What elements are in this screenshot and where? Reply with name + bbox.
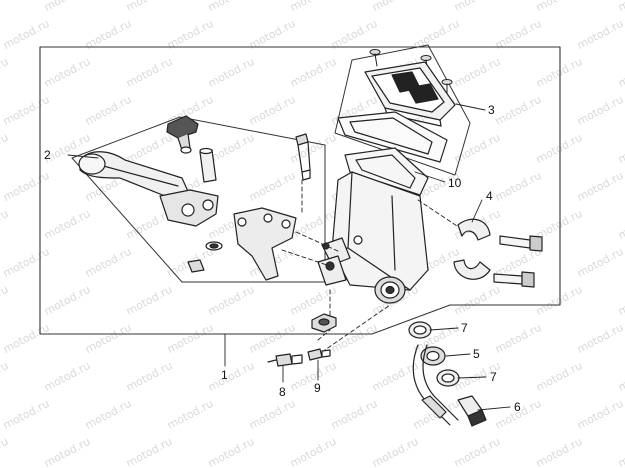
callout-3: 3	[488, 103, 495, 117]
callout-10: 10	[448, 176, 462, 190]
master-cylinder-body	[317, 171, 429, 304]
reservoir-gasket	[337, 111, 448, 163]
lever-bushing	[199, 147, 217, 183]
banjo-fitting	[420, 346, 446, 366]
pivot-bolt	[295, 133, 311, 181]
cap-frame	[334, 44, 471, 176]
handlebar-clamp	[453, 218, 491, 280]
callout-1: 1	[221, 368, 228, 382]
assembly-line	[281, 179, 461, 353]
lever-perch	[233, 207, 297, 281]
crush-washer	[408, 321, 432, 339]
callout-5: 5	[473, 347, 480, 361]
brake-light-switch	[267, 353, 303, 367]
callout-7-bottom: 7	[490, 370, 497, 384]
lever-frame	[71, 116, 326, 283]
assembly-frame	[39, 46, 561, 335]
callout-4: 4	[486, 189, 493, 203]
bleeder-screw	[307, 348, 331, 361]
reservoir-cap	[364, 61, 456, 127]
callout-6: 6	[514, 400, 521, 414]
callout-9: 9	[314, 381, 321, 395]
brake-lever	[78, 151, 219, 227]
nut	[311, 313, 337, 333]
clamp-bolt	[493, 235, 543, 288]
crush-washer	[436, 369, 460, 387]
reservoir-plate	[344, 147, 429, 196]
leader-line	[67, 103, 511, 411]
banjo-bolt	[457, 395, 487, 427]
lever-clip	[187, 241, 223, 273]
callout-2: 2	[44, 148, 51, 162]
lever-adjuster	[166, 115, 199, 154]
brake-hose	[412, 344, 459, 426]
callout-7-top: 7	[461, 321, 468, 335]
callout-8: 8	[279, 385, 286, 399]
